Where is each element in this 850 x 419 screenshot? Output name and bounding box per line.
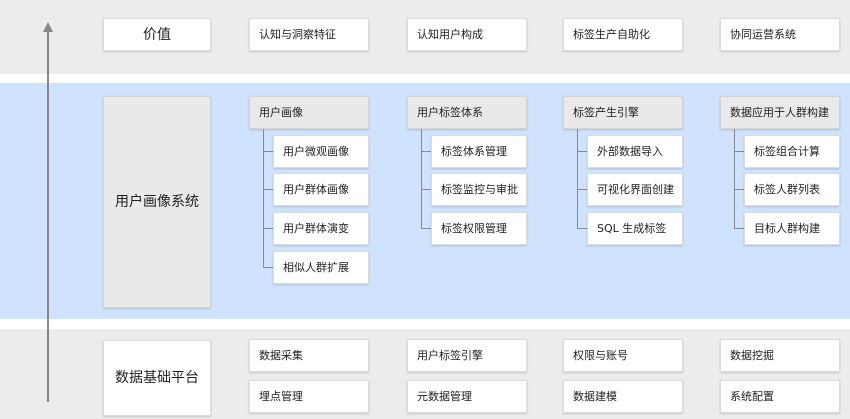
tree-connector bbox=[263, 189, 273, 190]
column-item: 标签人群列表 bbox=[744, 173, 840, 206]
column-header: 用户标签体系 bbox=[407, 96, 527, 129]
column-item: 可视化界面创建 bbox=[587, 173, 683, 206]
tree-connector bbox=[421, 151, 431, 152]
platform-item: 用户标签引擎 bbox=[407, 339, 527, 372]
tree-connector bbox=[577, 129, 578, 228]
tree-connector bbox=[734, 151, 744, 152]
tree-connector bbox=[263, 129, 264, 267]
column-header: 标签产生引擎 bbox=[563, 96, 683, 129]
platform-item: 系统配置 bbox=[720, 380, 840, 413]
tree-connector bbox=[577, 151, 587, 152]
column-item: 外部数据导入 bbox=[587, 135, 683, 168]
tree-connector bbox=[263, 151, 273, 152]
platform-item: 数据挖掘 bbox=[720, 339, 840, 372]
platform-item: 埋点管理 bbox=[249, 380, 369, 413]
tree-connector bbox=[421, 189, 431, 190]
column-item: 标签组合计算 bbox=[744, 135, 840, 168]
column-item: 用户微观画像 bbox=[273, 135, 369, 168]
tree-connector bbox=[734, 189, 744, 190]
column-item: 目标人群构建 bbox=[744, 212, 840, 245]
column-item: 用户群体画像 bbox=[273, 173, 369, 206]
value-item: 认知用户构成 bbox=[407, 18, 527, 51]
column-item: 用户群体演变 bbox=[273, 212, 369, 245]
column-item: 相似人群扩展 bbox=[273, 251, 369, 284]
platform-label: 数据基础平台 bbox=[103, 340, 211, 416]
value-item: 认知与洞察特征 bbox=[249, 18, 369, 51]
value-label: 价值 bbox=[103, 18, 211, 51]
column-header: 数据应用于人群构建 bbox=[720, 96, 840, 129]
tree-connector bbox=[577, 189, 587, 190]
column-item: 标签体系管理 bbox=[431, 135, 527, 168]
column-header: 用户画像 bbox=[249, 96, 369, 129]
platform-item: 数据建模 bbox=[563, 380, 683, 413]
upward-arrow-line bbox=[47, 30, 49, 402]
value-item: 协同运营系统 bbox=[720, 18, 840, 51]
tree-connector bbox=[263, 228, 273, 229]
value-item: 标签生产自助化 bbox=[563, 18, 683, 51]
tree-connector bbox=[734, 228, 744, 229]
platform-item: 权限与账号 bbox=[563, 339, 683, 372]
column-item: 标签监控与审批 bbox=[431, 173, 527, 206]
tree-connector bbox=[734, 129, 735, 228]
column-item: 标签权限管理 bbox=[431, 212, 527, 245]
tree-connector bbox=[263, 267, 273, 268]
platform-item: 数据采集 bbox=[249, 339, 369, 372]
upward-arrow-head-icon bbox=[43, 22, 53, 32]
column-item: SQL 生成标签 bbox=[587, 212, 683, 245]
tree-connector bbox=[421, 129, 422, 228]
system-label: 用户画像系统 bbox=[103, 96, 211, 308]
platform-item: 元数据管理 bbox=[407, 380, 527, 413]
tree-connector bbox=[577, 228, 587, 229]
tree-connector bbox=[421, 228, 431, 229]
